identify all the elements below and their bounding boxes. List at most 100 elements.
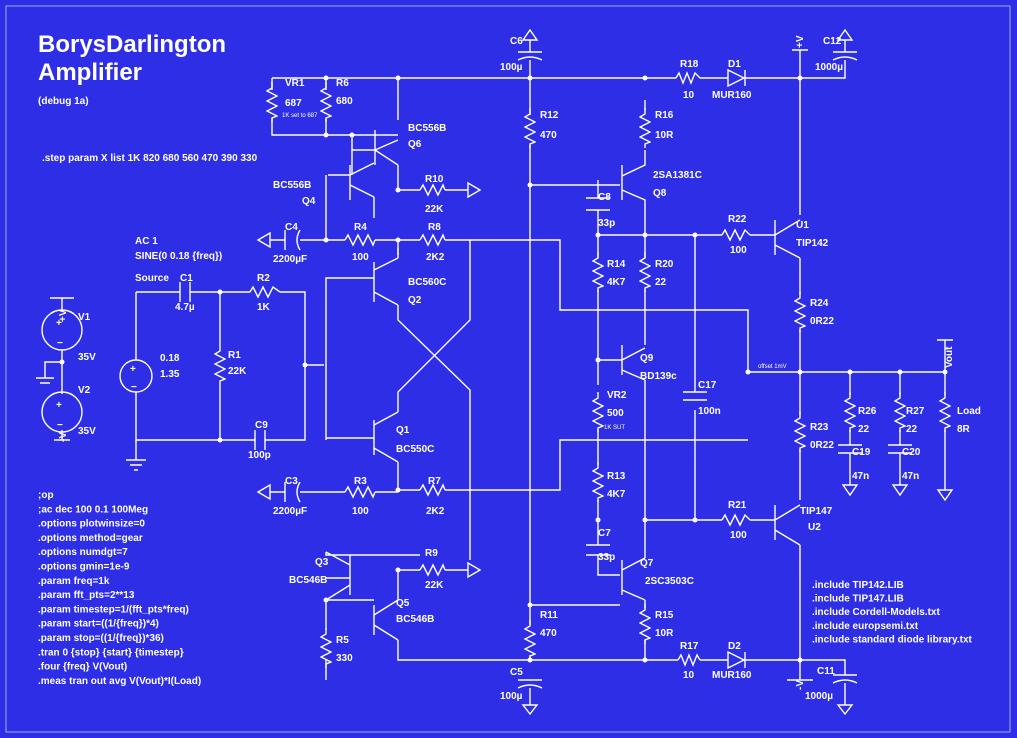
title-line1: BorysDarlington [38, 31, 226, 58]
svg-text:22: 22 [858, 424, 870, 435]
svg-text:C3: C3 [285, 476, 298, 487]
svg-text:2SA1381C: 2SA1381C [653, 170, 702, 181]
resistor-r22 [721, 228, 751, 242]
arrow-left-icon [256, 231, 271, 249]
svg-text:22: 22 [906, 424, 918, 435]
svg-text:R16: R16 [655, 110, 674, 121]
directive-line: .include TIP147.LIB [812, 594, 904, 605]
resistor-r14 [592, 252, 604, 292]
svg-text:R10: R10 [425, 174, 444, 185]
resistor-r13 [592, 462, 604, 502]
svg-text:10: 10 [683, 90, 695, 101]
svg-text:100: 100 [352, 506, 369, 517]
svg-text:100n: 100n [698, 406, 721, 417]
resistor-r7 [419, 483, 446, 497]
svg-text:R26: R26 [858, 406, 877, 417]
svg-text:R5: R5 [336, 635, 349, 646]
directive-line: .include TIP142.LIB [812, 580, 904, 591]
svg-text:R14: R14 [607, 259, 626, 270]
svg-text:Load: Load [957, 406, 981, 417]
source-ac: AC 1 [135, 236, 158, 247]
cap-c8 [586, 197, 610, 211]
resistors [214, 71, 951, 668]
svg-text:2K2: 2K2 [426, 252, 445, 263]
svg-text:Q7: Q7 [640, 558, 654, 569]
svg-text:R18: R18 [680, 59, 699, 70]
source-sine: SINE(0 0.18 {freq}) [135, 251, 222, 262]
svg-text:2K2: 2K2 [426, 506, 445, 517]
svg-text:R7: R7 [428, 476, 441, 487]
svg-text:100µ: 100µ [500, 62, 523, 73]
resistor-r23 [794, 412, 806, 452]
svg-text:offset 1mV: offset 1mV [758, 364, 787, 370]
svg-text:R22: R22 [728, 214, 747, 225]
cap-c7 [586, 544, 610, 556]
cap-c5 [517, 679, 543, 705]
svg-text:V1: V1 [78, 312, 91, 323]
directive-line: .options gmin=1e-9 [38, 562, 130, 573]
svg-text:0.18: 0.18 [160, 353, 180, 364]
resistor-vr1 [266, 82, 278, 122]
cap-c17 [683, 391, 707, 401]
svg-text:U1: U1 [796, 220, 809, 231]
svg-text:BC556B: BC556B [273, 180, 311, 191]
svg-text:C20: C20 [902, 447, 921, 458]
spice-directives-left: ;op;ac dec 100 0.1 100Meg.options plotwi… [38, 490, 201, 687]
sheet-border [5, 5, 1011, 733]
svg-text:C7: C7 [598, 528, 611, 539]
directive-line: .options method=gear [38, 533, 143, 544]
svg-text:Q4: Q4 [302, 196, 316, 207]
resistor-r4 [344, 233, 376, 247]
cap-c19 [838, 444, 862, 454]
svg-text:C12: C12 [823, 36, 842, 47]
svg-text:47n: 47n [852, 471, 869, 482]
svg-text:R4: R4 [354, 222, 367, 233]
signal-source [119, 359, 153, 393]
svg-text:VR1: VR1 [285, 78, 305, 89]
directive-line: ;op [38, 490, 54, 501]
sources: +− +− +− [36, 28, 954, 716]
svg-text:D1: D1 [728, 59, 741, 70]
svg-text:22: 22 [655, 277, 667, 288]
ground-icon [521, 704, 854, 716]
spice-directives-right: .include TIP142.LIB.include TIP147.LIB.i… [812, 580, 973, 645]
svg-text:C6: C6 [510, 36, 523, 47]
directive-line: .options numdgt=7 [38, 547, 128, 558]
cap-c6 [517, 51, 543, 61]
svg-text:8R: 8R [957, 424, 971, 435]
rail-terminal [54, 49, 953, 681]
svg-text:TIP142: TIP142 [796, 238, 829, 249]
svg-text:+: + [56, 400, 62, 411]
svg-text:0R22: 0R22 [810, 316, 834, 327]
svg-text:R3: R3 [354, 476, 367, 487]
svg-text:R1: R1 [228, 350, 241, 361]
resistor-r2 [249, 285, 281, 299]
svg-text:BC546B: BC546B [396, 614, 434, 625]
resistor-r24 [794, 292, 806, 332]
svg-text:10R: 10R [655, 628, 674, 639]
resistor-r11 [524, 620, 536, 660]
supply-v1 [41, 309, 83, 351]
resistor-r17 [677, 653, 701, 667]
svg-text:1000µ: 1000µ [805, 691, 833, 702]
svg-text:+: + [56, 318, 62, 329]
svg-text:+V: +V [795, 35, 806, 48]
resistor-r3 [344, 485, 376, 499]
diode-d1 [710, 68, 746, 88]
svg-text:R23: R23 [810, 422, 829, 433]
svg-text:Q8: Q8 [653, 188, 667, 199]
svg-text:1K set to 687: 1K set to 687 [282, 113, 318, 119]
ground-icon [36, 377, 54, 384]
ground-icon [841, 484, 909, 497]
svg-text:33p: 33p [598, 218, 615, 229]
svg-text:100: 100 [730, 530, 747, 541]
svg-text:C4: C4 [285, 222, 298, 233]
directive-line: .four {freq} V(Vout) [38, 662, 127, 673]
resistor-r26 [844, 392, 856, 432]
svg-text:47n: 47n [902, 471, 919, 482]
svg-text:470: 470 [540, 130, 557, 141]
source-label: Source [135, 273, 169, 284]
svg-text:22K: 22K [425, 580, 444, 591]
svg-text:687: 687 [285, 98, 302, 109]
resistor-load [939, 392, 951, 432]
